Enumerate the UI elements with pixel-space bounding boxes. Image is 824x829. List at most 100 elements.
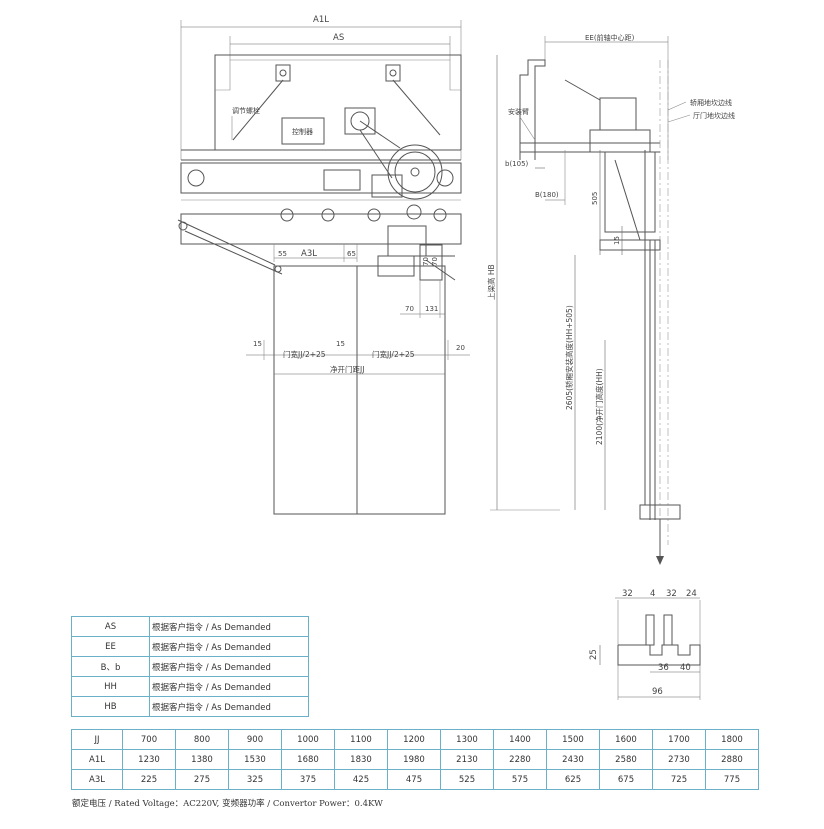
table-cell: 800 — [175, 729, 229, 750]
table-cell: 375 — [281, 769, 335, 790]
label-adjust-nut: 调节螺栓 — [232, 106, 260, 115]
spec-key: HH — [71, 676, 150, 697]
spec-value: 根据客户指令 / As Demanded — [149, 696, 309, 717]
table-cell: 1400 — [493, 729, 547, 750]
table-cell: 2280 — [493, 749, 547, 770]
table-cell: 725 — [652, 769, 706, 790]
detail-25: 25 — [589, 649, 599, 660]
table-cell: 775 — [705, 769, 759, 790]
spec-key: AS — [71, 616, 150, 637]
down-arrow-icon — [656, 556, 664, 565]
table-cell: 1100 — [334, 729, 388, 750]
detail-24: 24 — [686, 589, 697, 599]
spec-key: EE — [71, 636, 150, 657]
row-label: JJ — [71, 729, 123, 750]
dim-b-small: b(105) — [505, 160, 529, 168]
table-cell: 2730 — [652, 749, 706, 770]
detail-32-b: 32 — [666, 589, 677, 599]
dim-hb: 上梁高 HB — [486, 264, 496, 300]
dim-15-a: 15 — [253, 340, 262, 348]
table-cell: 1530 — [228, 749, 282, 770]
table-cell: 325 — [228, 769, 282, 790]
table-cell: 625 — [546, 769, 600, 790]
dim-2605: 2605(轿厢安装高度(HH+505) — [564, 305, 574, 410]
dim-70-c: 70 — [405, 305, 414, 313]
row-label: A3L — [71, 769, 123, 790]
dim-ee: EE(前轴中心距) — [585, 33, 635, 42]
table-cell: 1980 — [387, 749, 441, 770]
table-cell: 900 — [228, 729, 282, 750]
detail-96: 96 — [652, 687, 663, 697]
spec-value: 根据客户指令 / As Demanded — [149, 616, 309, 637]
table-cell: 1230 — [122, 749, 176, 770]
detail-4: 4 — [650, 589, 655, 599]
detail-36: 36 — [658, 663, 669, 673]
table-cell: 1680 — [281, 749, 335, 770]
table-cell: 700 — [122, 729, 176, 750]
table-cell: 575 — [493, 769, 547, 790]
dim-door-width-right: 门宽JJ/2+25 — [372, 349, 415, 359]
sill-detail: 32 4 32 24 — [615, 589, 700, 599]
table-cell: 675 — [599, 769, 653, 790]
table-cell: 1200 — [387, 729, 441, 750]
table-cell: 2130 — [440, 749, 494, 770]
table-cell: 2880 — [705, 749, 759, 770]
dim-as: AS — [333, 33, 344, 43]
spec-value: 根据客户指令 / As Demanded — [149, 656, 309, 677]
spec-key: B、b — [71, 656, 150, 677]
table-cell: 1830 — [334, 749, 388, 770]
label-controller: 控制器 — [292, 127, 313, 136]
front-view: A1L AS 调节螺栓 控制器 — [177, 15, 470, 515]
table-cell: 1500 — [546, 729, 600, 750]
spec-value: 根据客户指令 / As Demanded — [149, 636, 309, 657]
dim-clear-opening: 净开门距JJ — [330, 364, 364, 374]
footer-note: 额定电压 / Rated Voltage：AC220V, 变频器功率 / Con… — [72, 799, 383, 809]
table-cell: 1000 — [281, 729, 335, 750]
dim-2100: 2100(净开门高度(HH) — [594, 368, 604, 445]
side-view: EE(前轴中心距) 安装臂 轿厢地坎边线 厅门地坎边线 b(105) B(180… — [486, 33, 735, 565]
table-cell: 225 — [122, 769, 176, 790]
table-cell: 525 — [440, 769, 494, 790]
spec-key: HB — [71, 696, 150, 717]
table-cell: 1380 — [175, 749, 229, 770]
table-cell: 475 — [387, 769, 441, 790]
table-cell: 275 — [175, 769, 229, 790]
table-cell: 1800 — [705, 729, 759, 750]
dim-20: 20 — [456, 344, 465, 352]
dim-505: 505 — [591, 192, 599, 205]
spec-value: 根据客户指令 / As Demanded — [149, 676, 309, 697]
dim-65: 65 — [347, 250, 356, 258]
dim-a3l: A3L — [301, 249, 317, 259]
dim-55: 55 — [278, 250, 287, 258]
table-cell: 1300 — [440, 729, 494, 750]
table-cell: 1700 — [652, 729, 706, 750]
dim-a1l: A1L — [313, 15, 329, 25]
dim-15-b: 15 — [336, 340, 345, 348]
table-cell: 2580 — [599, 749, 653, 770]
table-cell: 425 — [334, 769, 388, 790]
dim-15-c: 15 — [613, 236, 621, 245]
label-landing-sill-line: 厅门地坎边线 — [693, 111, 735, 120]
dim-70-b: 70 — [431, 257, 439, 266]
dim-b-big: B(180) — [535, 191, 559, 199]
dim-door-width-left: 门宽JJ/2+25 — [283, 349, 326, 359]
label-mount-arm: 安装臂 — [508, 107, 529, 116]
label-car-sill-line: 轿厢地坎边线 — [690, 98, 732, 107]
table-cell: 1600 — [599, 729, 653, 750]
dim-70-a: 70 — [422, 257, 430, 266]
detail-40: 40 — [680, 663, 691, 673]
sill-detail-lower: 25 36 40 96 — [589, 600, 701, 700]
table-cell: 2430 — [546, 749, 600, 770]
row-label: A1L — [71, 749, 123, 770]
door-operator-drawing: A1L AS 调节螺栓 控制器 — [177, 15, 735, 599]
